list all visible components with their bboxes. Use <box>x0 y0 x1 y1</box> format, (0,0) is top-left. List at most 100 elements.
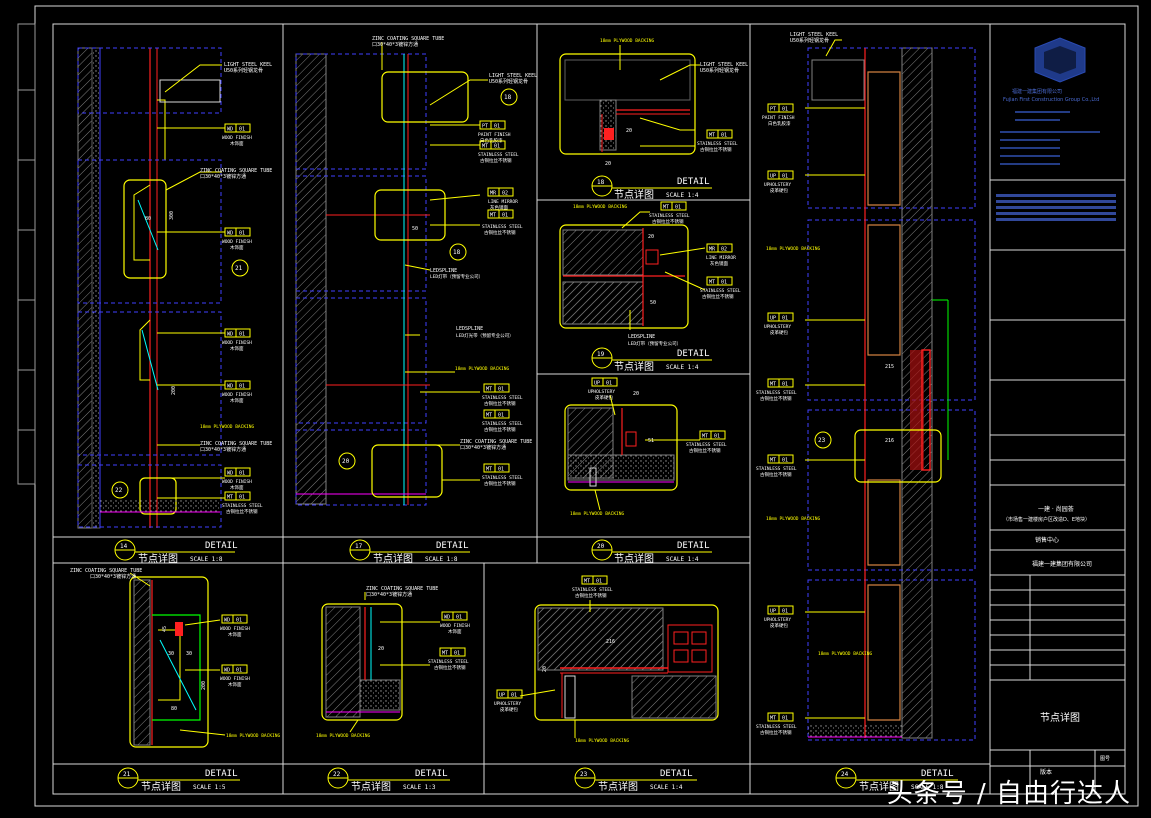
svg-text:UP: UP <box>770 174 776 180</box>
binding-margin <box>17 23 36 485</box>
svg-text:30: 30 <box>168 651 174 657</box>
svg-text:80: 80 <box>145 216 151 222</box>
svg-text:14: 14 <box>120 543 128 550</box>
svg-text:皮革硬包: 皮革硬包 <box>595 394 613 401</box>
svg-text:19: 19 <box>597 351 605 358</box>
svg-text:古铜拉丝不锈钢: 古铜拉丝不锈钢 <box>484 480 516 487</box>
svg-text:200: 200 <box>171 386 177 395</box>
svg-text:DETAIL: DETAIL <box>415 769 448 779</box>
svg-text:STAINLESS STEEL: STAINLESS STEEL <box>686 442 727 448</box>
svg-text:50: 50 <box>412 226 418 232</box>
version-label: 版本 <box>1040 768 1052 776</box>
svg-text:WOOD FINISH: WOOD FINISH <box>220 676 250 682</box>
title-19: 19 DETAIL 节点详图 SCALE 1:4 <box>591 347 712 373</box>
svg-text:01: 01 <box>675 205 681 211</box>
svg-text:口30*40*3镀锌方通: 口30*40*3镀锌方通 <box>90 573 136 580</box>
company-name-en: Fujian First Construction Group Co.,Ltd <box>1003 97 1099 103</box>
svg-text:皮革硬包: 皮革硬包 <box>500 706 518 713</box>
svg-text:古铜拉丝不锈钢: 古铜拉丝不锈钢 <box>575 592 607 599</box>
svg-text:STAINLESS STEEL: STAINLESS STEEL <box>756 724 797 730</box>
svg-text:01: 01 <box>782 107 788 113</box>
drawing-area-frame <box>52 23 991 795</box>
svg-text:01: 01 <box>236 618 242 624</box>
svg-text:01: 01 <box>511 693 517 699</box>
svg-text:MR: MR <box>709 247 716 253</box>
p14-tag-mt: MT 01 STAINLESS STEEL 古铜拉丝不锈钢 <box>222 491 263 515</box>
svg-text:WD: WD <box>227 231 233 237</box>
p24-tag-pt: PT 01 PAINT FINISH 白色乳胶漆 <box>762 103 795 127</box>
svg-text:MT: MT <box>227 495 233 501</box>
project-sub: （市场售一建楼房户区改造D、E地块） <box>1003 516 1090 523</box>
svg-text:STAINLESS STEEL: STAINLESS STEEL <box>756 390 797 396</box>
svg-text:MT: MT <box>663 205 669 211</box>
svg-text:白色乳胶漆: 白色乳胶漆 <box>768 120 791 127</box>
p17-keel-cn: U50系列轻钢龙骨 <box>489 78 528 85</box>
p24-tag-mt-2: MT 01 STAINLESS STEEL 古铜拉丝不锈钢 <box>756 454 797 478</box>
svg-text:01: 01 <box>498 467 504 473</box>
svg-text:SCALE 1:8: SCALE 1:8 <box>911 784 944 791</box>
svg-text:20: 20 <box>542 666 548 672</box>
svg-text:UPHOLSTERY: UPHOLSTERY <box>494 701 521 707</box>
svg-text:UPHOLSTERY: UPHOLSTERY <box>764 182 791 188</box>
svg-text:PT: PT <box>482 124 488 130</box>
svg-text:U50系列轻钢龙骨: U50系列轻钢龙骨 <box>700 67 739 74</box>
svg-text:WD: WD <box>224 668 230 674</box>
svg-text:24: 24 <box>841 771 849 778</box>
svg-text:SCALE 1:8: SCALE 1:8 <box>190 556 223 563</box>
panel-20: UP 01 UPHOLSTERY 皮革硬包 MT 01 STAINLESS ST… <box>564 377 727 517</box>
client-name: 福建一建集团有限公司 <box>1032 560 1092 568</box>
project-name: 一建 · 尚园荟 <box>1038 505 1074 513</box>
panel-18: LIGHT STEEL KEEL U50系列轻钢龙骨 18mm PLYWOOD … <box>559 38 748 167</box>
p23-tag-up: UP 01 UPHOLSTERY 皮革硬包 <box>494 689 523 713</box>
svg-text:LIGHT STEEL KEEL: LIGHT STEEL KEEL <box>790 32 838 38</box>
svg-text:51: 51 <box>648 438 654 444</box>
title-24: 24 DETAIL 节点详图 SCALE 1:8 <box>835 767 958 793</box>
svg-text:UP: UP <box>770 316 776 322</box>
svg-text:LED灯带（预留专业公司）: LED灯带（预留专业公司） <box>430 273 483 280</box>
p17-zinc-label-2: ZINC COATING SQUARE TUBE <box>460 439 532 445</box>
svg-text:01: 01 <box>782 382 788 388</box>
svg-text:WOOD FINISH: WOOD FINISH <box>222 392 252 398</box>
svg-text:节点详图: 节点详图 <box>373 552 413 565</box>
svg-text:WD: WD <box>444 615 450 621</box>
p17-tag-mt-3: MT 01 STAINLESS STEEL 古铜拉丝不锈钢 <box>482 383 523 407</box>
svg-text:SCALE 1:5: SCALE 1:5 <box>193 784 226 791</box>
watermark: 头条号 / 自由行达人 <box>886 779 1131 809</box>
svg-text:古铜拉丝不锈钢: 古铜拉丝不锈钢 <box>760 471 792 478</box>
svg-text:01: 01 <box>782 609 788 615</box>
svg-text:01: 01 <box>239 127 245 133</box>
svg-text:LIGHT STEEL KEEL: LIGHT STEEL KEEL <box>700 62 748 68</box>
svg-text:节点详图: 节点详图 <box>859 780 899 793</box>
svg-text:MT: MT <box>486 387 492 393</box>
company-logo <box>1034 37 1086 83</box>
p14-zinc-cn-2: 口30*40*3镀锌方通 <box>200 446 246 453</box>
svg-text:18mm PLYWOOD BACKING: 18mm PLYWOOD BACKING <box>316 733 370 739</box>
p23-tag-mt: MT 01 STAINLESS STEEL 古铜拉丝不锈钢 <box>572 575 613 599</box>
svg-text:STAINLESS STEEL: STAINLESS STEEL <box>572 587 613 593</box>
svg-text:18: 18 <box>504 94 512 101</box>
svg-text:口30*40*3镀锌方通: 口30*40*3镀锌方通 <box>366 591 412 598</box>
svg-text:LED灯光带（预留专业公司）: LED灯光带（预留专业公司） <box>456 332 514 339</box>
title-20: 20 DETAIL 节点详图 SCALE 1:4 <box>591 539 712 565</box>
svg-text:18mm PLYWOOD BACKING: 18mm PLYWOOD BACKING <box>818 651 872 657</box>
svg-text:21: 21 <box>123 771 131 778</box>
svg-text:MT: MT <box>770 382 776 388</box>
p17-zinc-label: ZINC COATING SQUARE TUBE <box>372 36 444 42</box>
svg-text:古铜拉丝不锈钢: 古铜拉丝不锈钢 <box>484 229 516 236</box>
panel-21: ZINC COATING SQUARE TUBE 口30*40*3镀锌方通 WD… <box>70 568 280 748</box>
svg-text:DETAIL: DETAIL <box>205 769 238 779</box>
svg-text:01: 01 <box>782 458 788 464</box>
svg-text:SCALE 1:4: SCALE 1:4 <box>666 192 699 199</box>
svg-text:01: 01 <box>239 495 245 501</box>
p24-tag-mt-3: MT 01 STAINLESS STEEL 古铜拉丝不锈钢 <box>756 712 797 736</box>
svg-text:18mm PLYWOOD BACKING: 18mm PLYWOOD BACKING <box>575 738 629 744</box>
notes-bars <box>996 194 1116 221</box>
p19-tag-mr: MR 02 LINE MIRROR 灰色镜面 <box>706 243 736 267</box>
svg-text:01: 01 <box>454 651 460 657</box>
p17-led-2: LEDSPLINE <box>456 326 483 332</box>
svg-text:DETAIL: DETAIL <box>677 541 710 551</box>
svg-text:20: 20 <box>378 646 384 652</box>
svg-text:古铜拉丝不锈钢: 古铜拉丝不锈钢 <box>702 293 734 300</box>
svg-text:18mm PLYWOOD BACKING: 18mm PLYWOOD BACKING <box>455 366 509 372</box>
svg-text:古铜拉丝不锈钢: 古铜拉丝不锈钢 <box>484 400 516 407</box>
